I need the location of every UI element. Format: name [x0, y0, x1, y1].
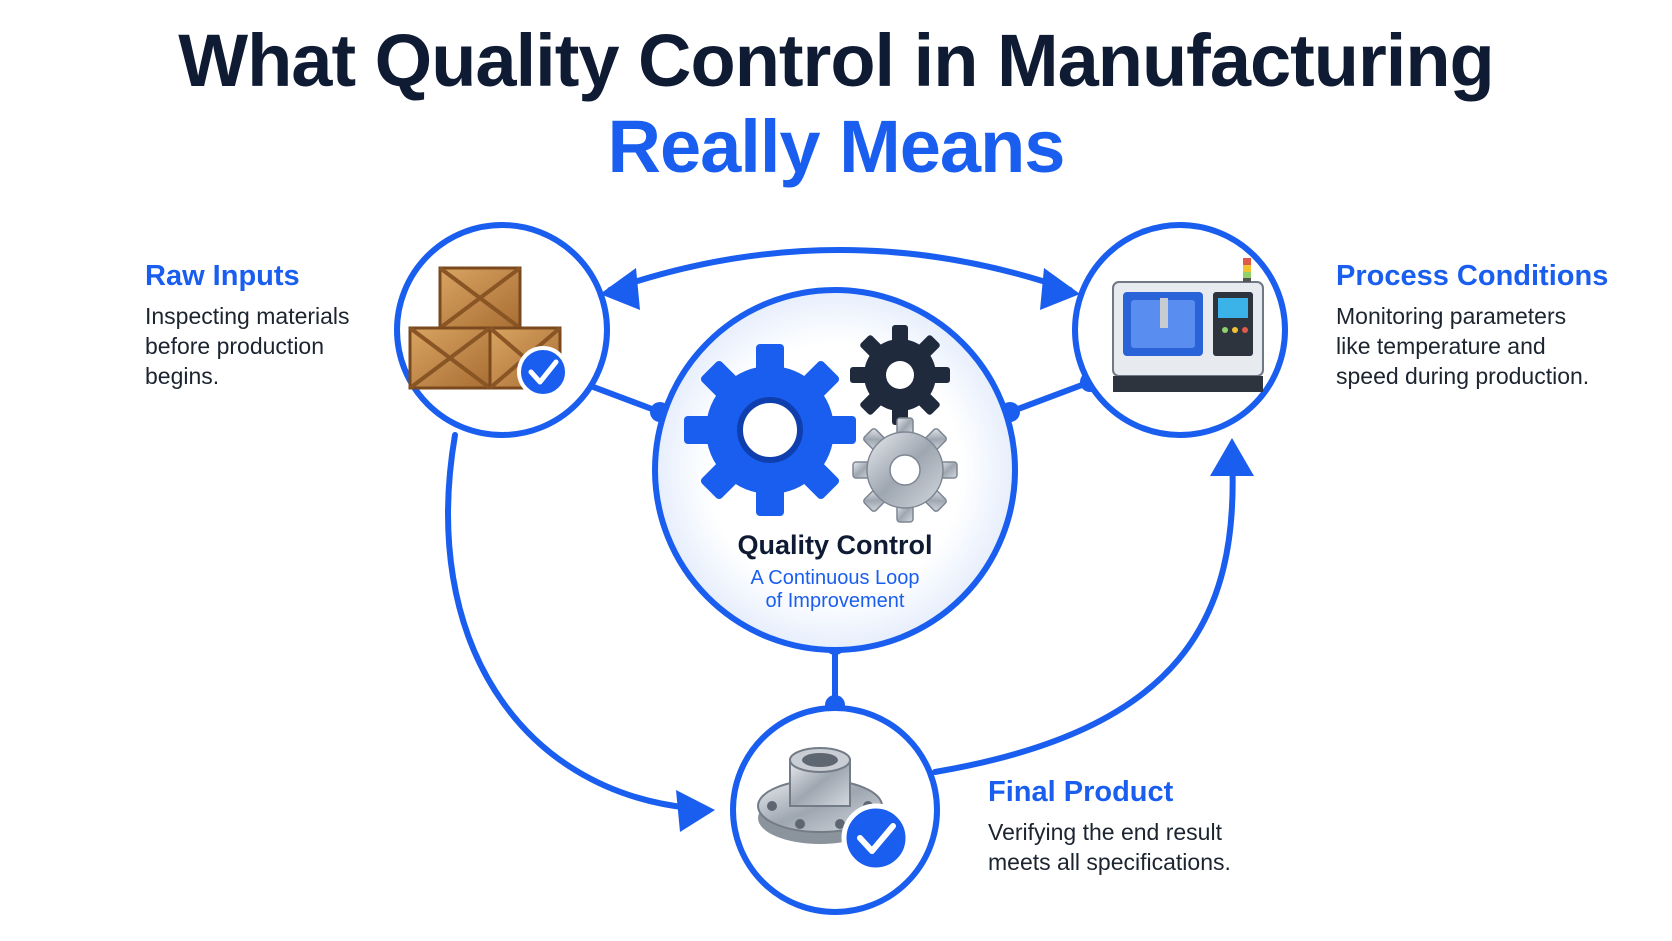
arrow-head-right-top [1040, 268, 1080, 310]
arrow-head-left-top [600, 268, 640, 310]
raw-inputs-title: Raw Inputs [145, 260, 300, 292]
arrow-heads [600, 268, 1254, 832]
raw-inputs-node [394, 222, 610, 438]
process-conditions-title: Process Conditions [1336, 260, 1609, 292]
raw-inputs-label: Raw Inputs Inspecting materials before p… [145, 260, 350, 391]
process-conditions-desc-3: speed during production. [1336, 363, 1590, 389]
final-product-label: Final Product Verifying the end result m… [988, 776, 1231, 877]
arc-raw-to-final [445, 432, 693, 811]
arrow-head-final [676, 790, 715, 832]
arrow-head-process [1210, 438, 1254, 476]
center-subtitle-1: A Continuous Loop [750, 567, 920, 589]
check-badge-icon [517, 346, 569, 398]
process-conditions-label: Process Conditions Monitoring parameters… [1336, 260, 1608, 391]
arc-raw-to-process [607, 247, 1073, 293]
gears-icon [684, 325, 958, 523]
center-title: Quality Control [737, 530, 933, 560]
cnc-machine-icon [1112, 258, 1264, 392]
center-label: Quality Control A Continuous Loop of Imp… [660, 530, 1010, 613]
title-line-1: What Quality Control in Manufacturing [178, 19, 1495, 102]
page-title: What Quality Control in Manufacturing Re… [0, 18, 1672, 190]
title-line-2: Really Means [607, 105, 1066, 188]
final-product-title: Final Product [988, 776, 1174, 808]
spoke-process-center [1007, 379, 1093, 415]
process-conditions-node [1072, 222, 1288, 438]
final-product-node [730, 705, 940, 915]
process-conditions-desc-1: Monitoring parameters [1336, 303, 1567, 329]
center-subtitle-2: of Improvement [765, 590, 905, 612]
arc-final-to-process [932, 452, 1236, 775]
raw-inputs-desc-3: begins. [145, 363, 220, 389]
final-product-desc-2: meets all specifications. [988, 849, 1231, 875]
raw-inputs-desc-2: before production [145, 333, 325, 359]
raw-inputs-desc-1: Inspecting materials [145, 303, 350, 329]
quality-control-center-node [652, 287, 1018, 653]
process-conditions-desc-2: like temperature and [1336, 333, 1546, 359]
final-product-desc-1: Verifying the end result [988, 819, 1222, 845]
check-badge-icon [841, 803, 911, 873]
